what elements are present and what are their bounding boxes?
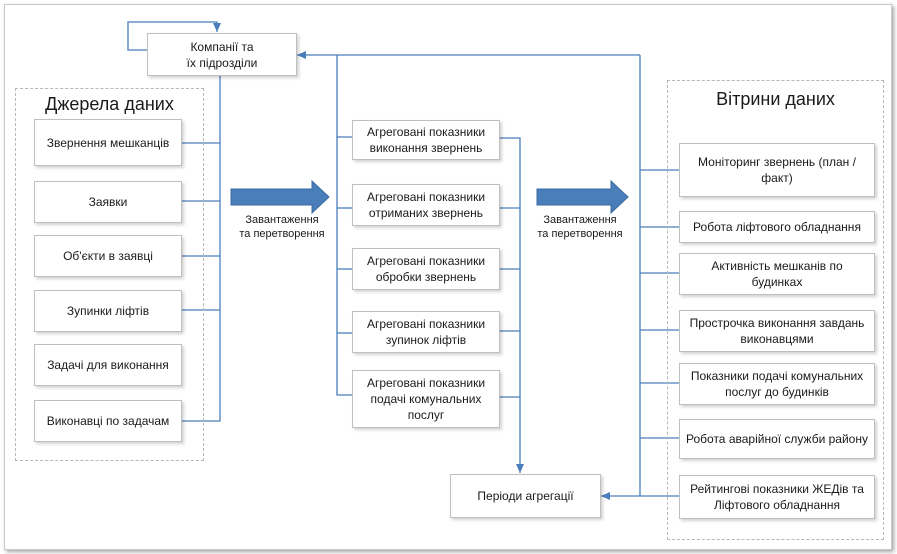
- aggregate-item: Агреговані показники виконання звернень: [352, 120, 500, 160]
- aggregates-left-bus: [336, 54, 640, 138]
- source-item: Виконавці по задачам: [34, 400, 182, 442]
- mart-item: Робота ліфтового обладнання: [679, 211, 875, 243]
- sources-group: Джерела даних: [15, 88, 204, 461]
- aggregate-item: Агреговані показники подачі комунальних …: [352, 370, 500, 428]
- mart-item: Рейтингові показники ЖЕДів та Ліфтового …: [679, 475, 875, 519]
- transform-arrow-1: [230, 179, 330, 215]
- companies-self-loop: [127, 21, 221, 51]
- aggregate-item: Агреговані показники зупинок ліфтів: [352, 311, 500, 353]
- mart-item: Показники подачі комунальних послуг до б…: [679, 363, 875, 405]
- mart-item: Робота аварійної служби району: [679, 419, 875, 459]
- mart-item: Прострочка виконання завдань виконавцями: [679, 310, 875, 352]
- transform-label-2: Завантаження та перетворення: [537, 214, 623, 240]
- mart-item: Моніторинг звернень (план / факт): [679, 143, 875, 197]
- companies-box: Компанії та їх підрозділи: [147, 33, 297, 76]
- aggregates-right-bus: [500, 137, 524, 473]
- marts-group: Вітрини даних: [667, 80, 884, 540]
- transform-label-1: Завантаження та перетворення: [239, 214, 325, 240]
- aggregate-item: Агреговані показники отриманих звернень: [352, 184, 500, 226]
- sources-title: Джерела даних: [45, 94, 174, 114]
- source-item: Заявки: [34, 181, 182, 223]
- source-item: Об'єкти в заявці: [34, 235, 182, 277]
- aggregate-item: Агреговані показники обробки звернень: [352, 248, 500, 290]
- source-item: Задачі для виконання: [34, 344, 182, 386]
- source-item: Зупинки ліфтів: [34, 290, 182, 332]
- periods-box: Періоди агрегації: [450, 474, 601, 518]
- mart-item: Активність мешканів по будинках: [679, 253, 875, 295]
- transform-arrow-2: [536, 179, 629, 215]
- source-item: Звернення мешканців: [34, 119, 182, 166]
- marts-title: Вітрини даних: [716, 89, 835, 109]
